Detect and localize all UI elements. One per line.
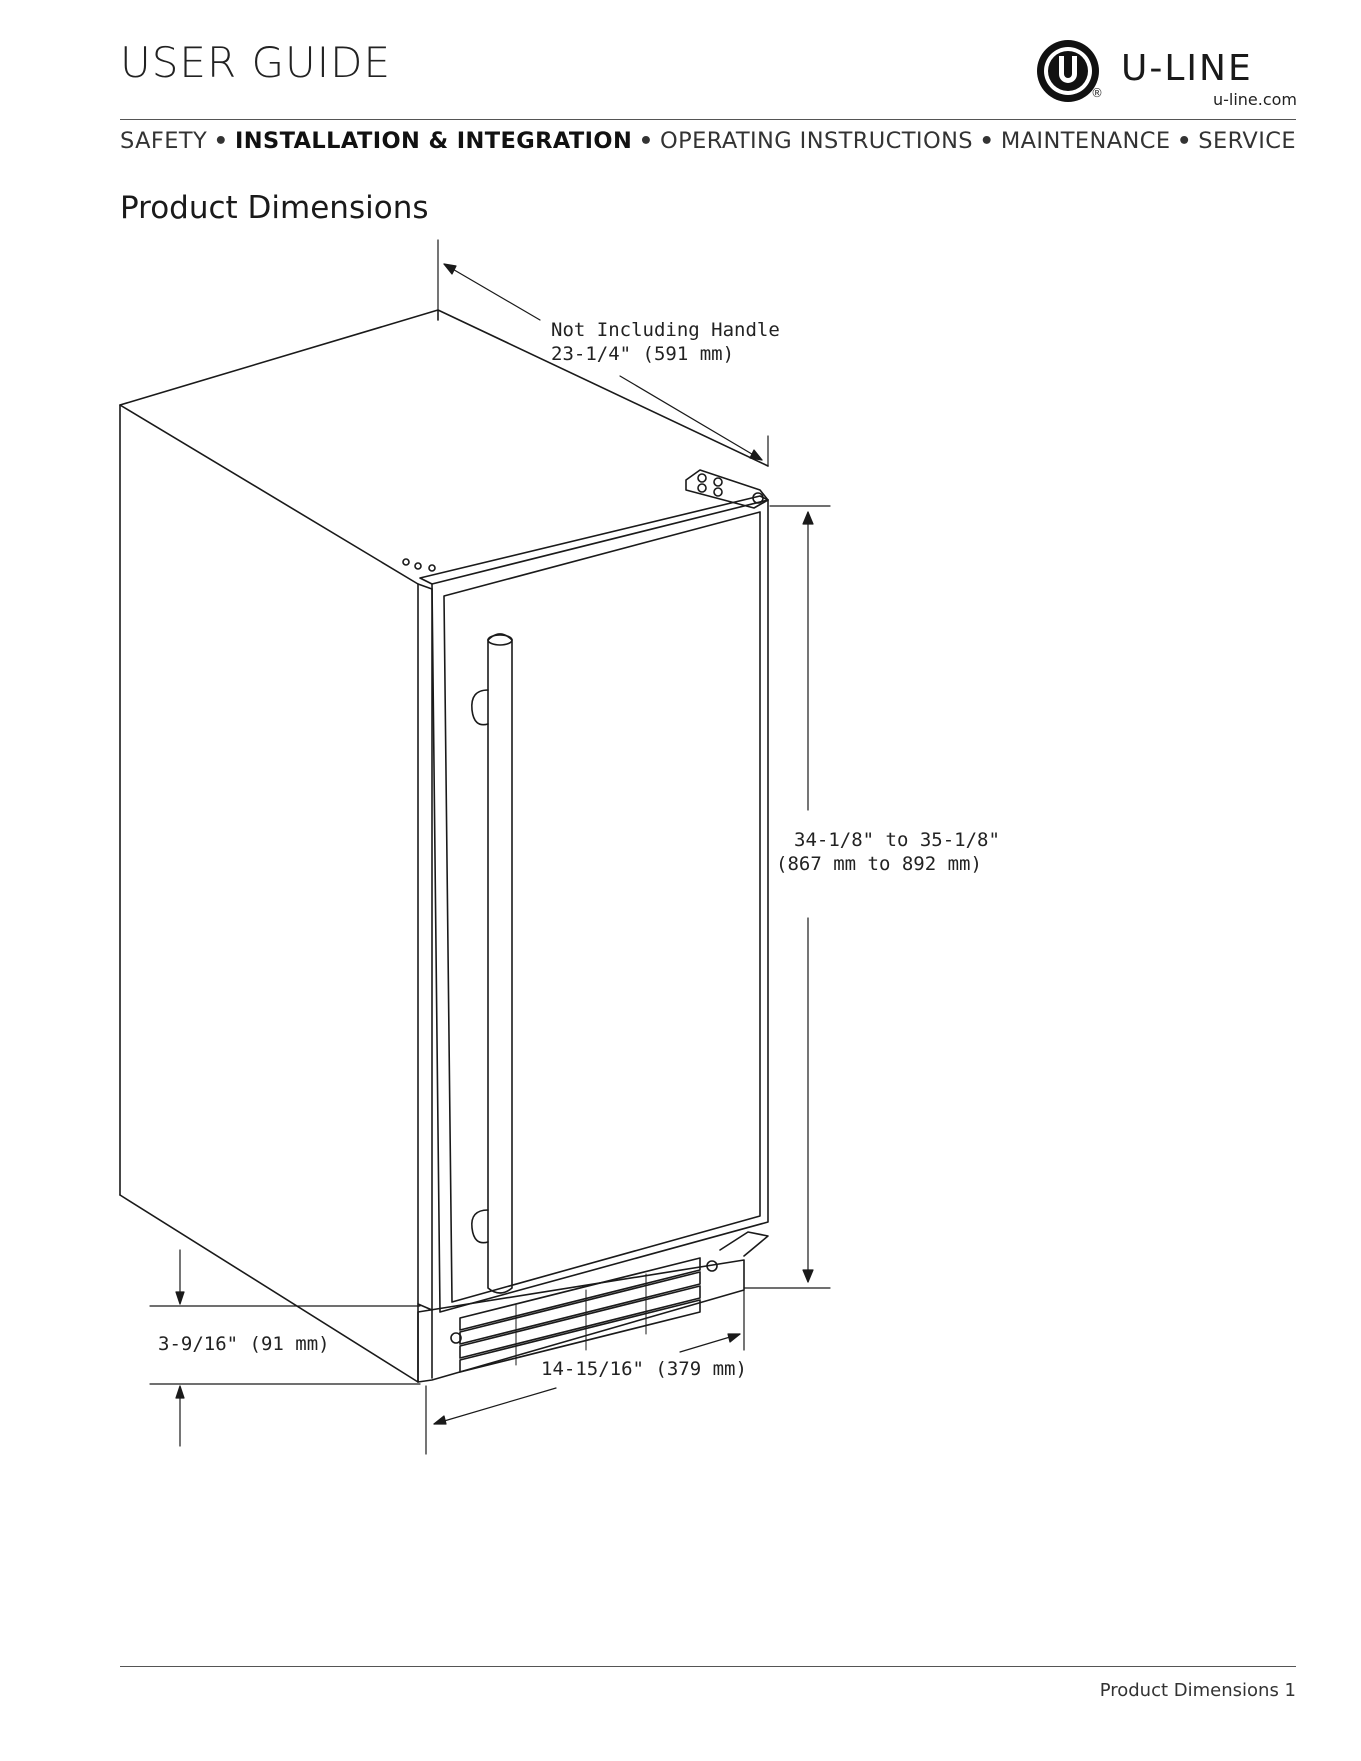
dimension-lines <box>150 240 830 1454</box>
depth-label-note: Not Including Handle <box>551 318 780 342</box>
cabinet-outline <box>120 310 768 1382</box>
door-handle <box>472 634 512 1293</box>
page-footer: Product Dimensions 1 <box>1100 1680 1296 1701</box>
top-hinge <box>403 470 768 571</box>
footer-rule <box>120 1666 1296 1667</box>
depth-label-value: 23-1/4" (591 mm) <box>551 342 734 366</box>
toe-kick-label: 3-9/16" (91 mm) <box>158 1332 330 1356</box>
width-label: 14-15/16" (379 mm) <box>541 1357 747 1381</box>
door-outline <box>418 496 768 1312</box>
height-label-inches: 34-1/8" to 35-1/8" <box>794 828 1000 852</box>
height-label-mm: (867 mm to 892 mm) <box>776 852 982 876</box>
